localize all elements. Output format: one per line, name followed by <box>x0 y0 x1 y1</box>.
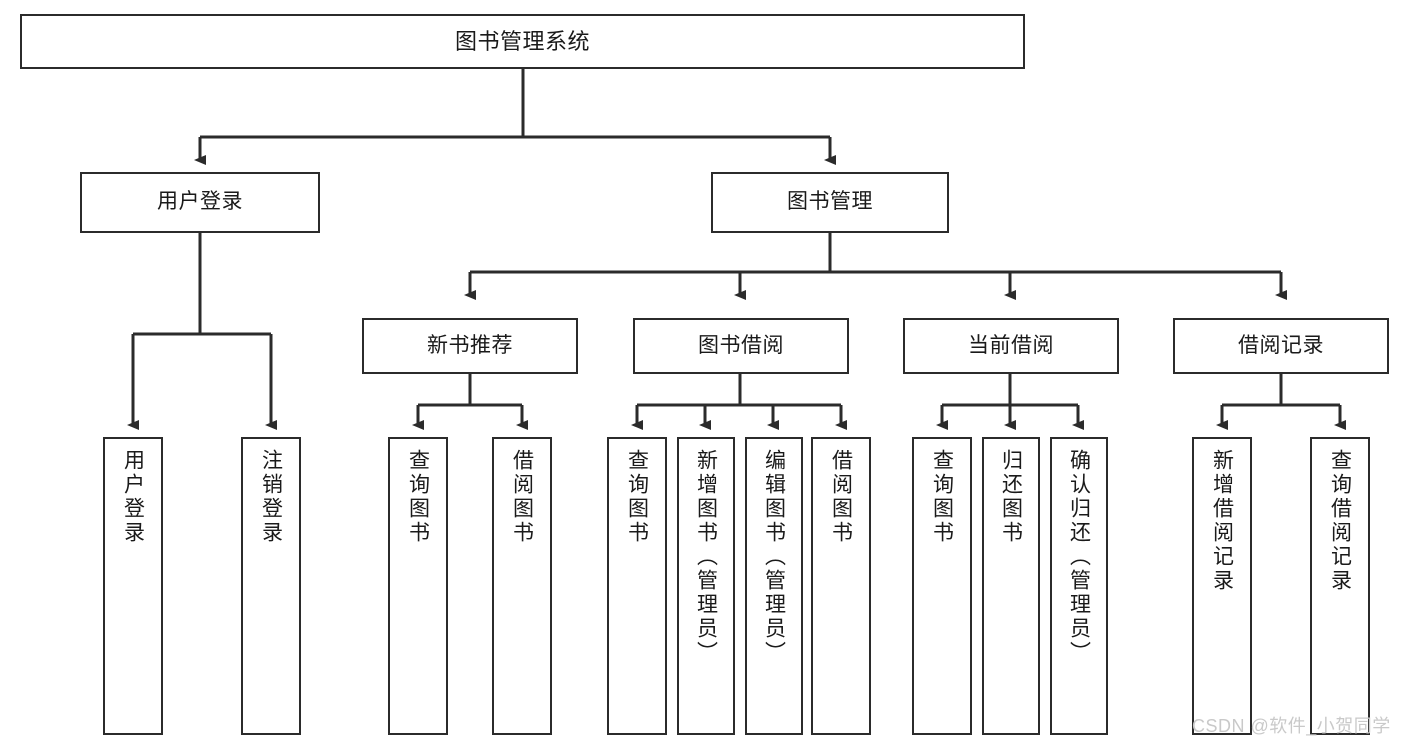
node-new-book-recommend[interactable]: 新书推荐 <box>362 318 578 374</box>
watermark: CSDN @软件_小贺同学 <box>1192 716 1391 736</box>
node-user-login[interactable]: 用户登录 <box>80 172 320 233</box>
node-label: 归还图书 <box>999 449 1023 545</box>
node-label: 查询图书 <box>625 449 649 545</box>
leaf-confirm-return-admin[interactable]: 确认归还（管理员） <box>1050 437 1108 735</box>
node-label: 用户登录 <box>121 449 145 545</box>
leaf-query-book-current[interactable]: 查询图书 <box>912 437 972 735</box>
leaf-query-book-borrow[interactable]: 查询图书 <box>607 437 667 735</box>
leaf-add-book-admin[interactable]: 新增图书（管理员） <box>677 437 735 735</box>
node-book-manage[interactable]: 图书管理 <box>711 172 949 233</box>
node-label: 确认归还（管理员） <box>1067 449 1091 665</box>
leaf-query-borrow-record[interactable]: 查询借阅记录 <box>1310 437 1370 735</box>
node-label: 借阅图书 <box>510 449 534 545</box>
node-current-borrow[interactable]: 当前借阅 <box>903 318 1119 374</box>
leaf-return-book[interactable]: 归还图书 <box>982 437 1040 735</box>
leaf-query-book-recommend[interactable]: 查询图书 <box>388 437 448 735</box>
node-label: 注销登录 <box>259 449 283 545</box>
node-label: 查询图书 <box>406 449 430 545</box>
node-label: 查询借阅记录 <box>1328 449 1352 593</box>
node-label: 当前借阅 <box>968 333 1054 357</box>
node-label: 新增借阅记录 <box>1210 449 1234 593</box>
node-label: 图书借阅 <box>698 333 784 357</box>
node-label: 借阅记录 <box>1238 333 1324 357</box>
leaf-user-logout[interactable]: 注销登录 <box>241 437 301 735</box>
leaf-edit-book-admin[interactable]: 编辑图书（管理员） <box>745 437 803 735</box>
node-label: 新增图书（管理员） <box>694 449 718 665</box>
leaf-add-borrow-record[interactable]: 新增借阅记录 <box>1192 437 1252 735</box>
node-label: 借阅图书 <box>829 449 853 545</box>
node-book-borrow[interactable]: 图书借阅 <box>633 318 849 374</box>
node-root-book-management-system[interactable]: 图书管理系统 <box>20 14 1025 69</box>
leaf-borrow-book-recommend[interactable]: 借阅图书 <box>492 437 552 735</box>
node-label: 编辑图书（管理员） <box>762 449 786 665</box>
node-label: 图书管理 <box>787 190 873 214</box>
leaf-user-login[interactable]: 用户登录 <box>103 437 163 735</box>
node-borrow-record[interactable]: 借阅记录 <box>1173 318 1389 374</box>
node-label: 新书推荐 <box>427 333 513 357</box>
node-label: 用户登录 <box>157 190 243 214</box>
node-label: 查询图书 <box>930 449 954 545</box>
leaf-borrow-book[interactable]: 借阅图书 <box>811 437 871 735</box>
node-label: 图书管理系统 <box>454 28 590 54</box>
